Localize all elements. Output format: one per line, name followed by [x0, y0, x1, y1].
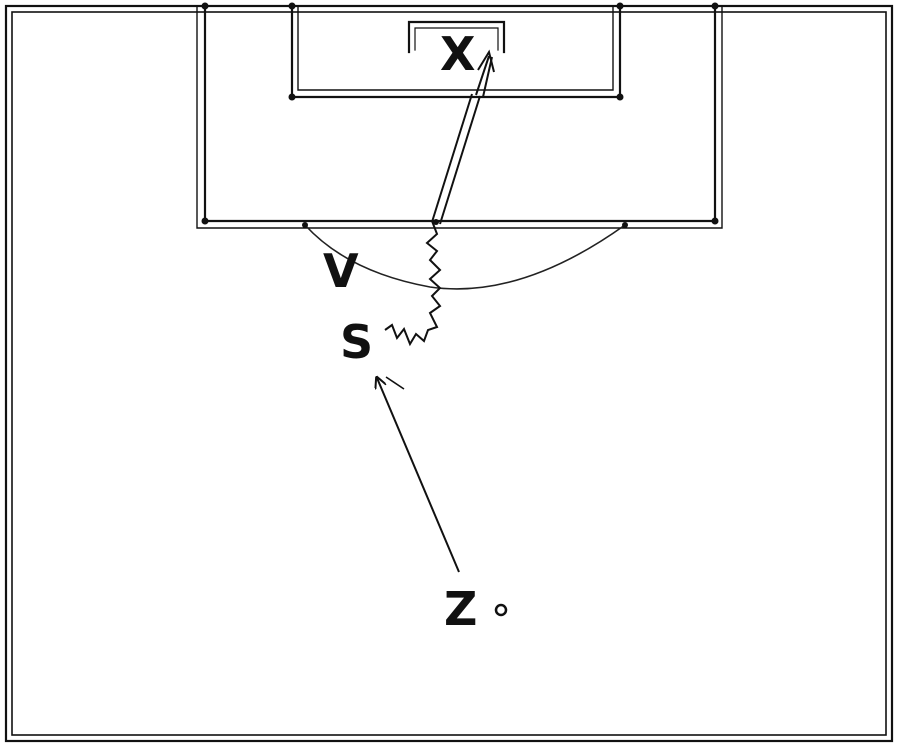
player-label-defender: V [323, 244, 359, 298]
player-label-shooter: S [340, 315, 373, 369]
ball-icon [494, 603, 508, 617]
pass-arrow-tail-mark [385, 376, 405, 390]
arc-joint-left [302, 222, 308, 228]
player-label-goalkeeper: X [440, 27, 475, 81]
penalty-arc [304, 224, 626, 290]
player-label-server: Z [444, 582, 477, 636]
pitch-boundary [4, 4, 894, 743]
goal-frame [407, 20, 506, 54]
shot-arrow [431, 49, 495, 225]
dribble-path [384, 220, 442, 347]
arc-joint-right [622, 222, 628, 228]
penalty-area [196, 2, 723, 229]
pass-arrow [377, 378, 460, 573]
goal-area [288, 2, 624, 101]
